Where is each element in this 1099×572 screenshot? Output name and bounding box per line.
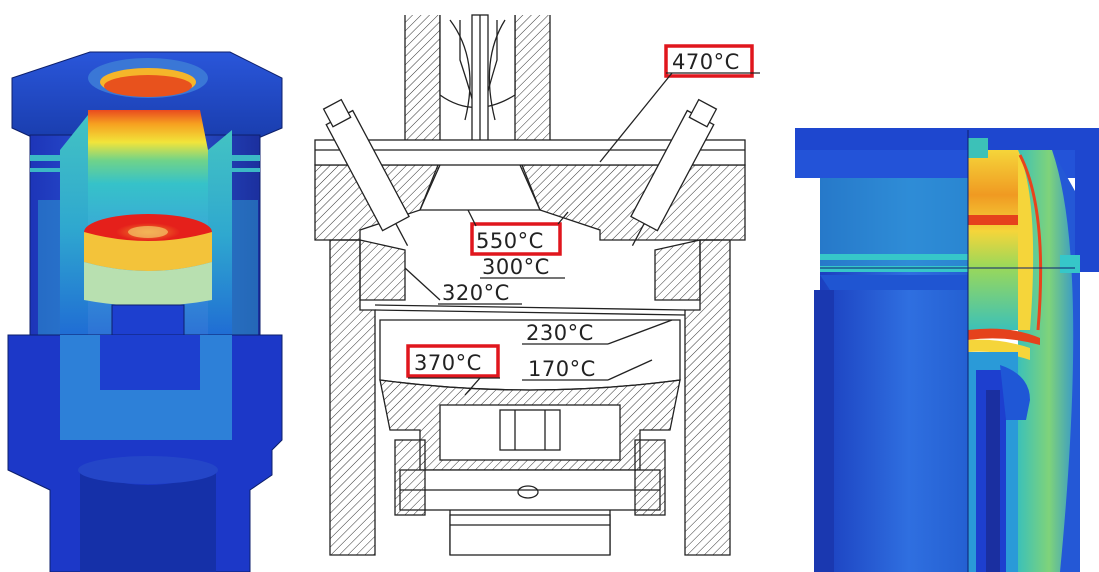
liner-fea-3d-graphic: [7, 51, 283, 572]
temp-170: 170°C: [522, 357, 653, 381]
temp-370-highlight-box: [406, 344, 500, 378]
liner-fea-3d-view: [0, 0, 290, 572]
cylinder-liner: [329, 239, 731, 556]
temp-320-label: 320°C: [442, 281, 510, 305]
temp-300: 300°C: [480, 255, 565, 279]
temp-550-label: 550°C: [476, 229, 544, 253]
liner-fea-section-graphic: [795, 128, 1099, 572]
temp-320: 320°C: [404, 267, 522, 305]
temp-230: 230°C: [522, 319, 673, 345]
temp-300-label: 300°C: [482, 255, 550, 279]
piston: [379, 319, 681, 556]
temp-170-label: 170°C: [528, 357, 596, 381]
temp-370: 370°C: [406, 344, 500, 396]
liner-fea-section-view: [790, 0, 1099, 572]
temp-370-label: 370°C: [414, 351, 482, 375]
cylinder-head: [314, 14, 746, 246]
temp-470: 470°C: [599, 44, 760, 163]
temp-470-highlight-box: [664, 44, 754, 78]
temp-470-label: 470°C: [672, 50, 740, 74]
engine-cross-section: 470°C 550°C 300°C 320°C 230°C 370°C: [300, 0, 800, 572]
temp-230-label: 230°C: [526, 321, 594, 345]
temp-550-highlight-box: [470, 222, 562, 256]
temp-550: 550°C: [467, 209, 569, 256]
engine-cross-section-drawing: 470°C 550°C 300°C 320°C 230°C 370°C: [314, 14, 760, 556]
